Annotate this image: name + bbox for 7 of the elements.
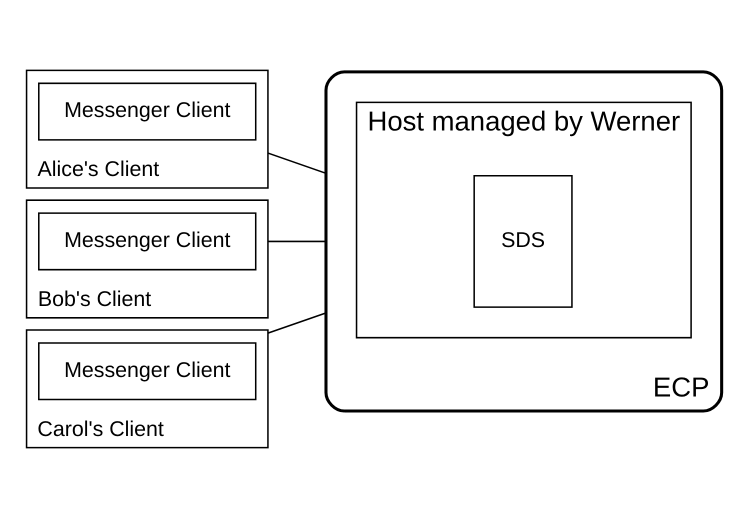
node-box: Messenger Client — [38, 342, 256, 400]
node-box: Messenger Client — [38, 82, 256, 141]
connector — [268, 312, 326, 334]
node-box: SDS — [473, 174, 573, 308]
connector — [268, 240, 326, 242]
node-box: Messenger Client — [38, 212, 256, 270]
connector — [268, 152, 326, 174]
